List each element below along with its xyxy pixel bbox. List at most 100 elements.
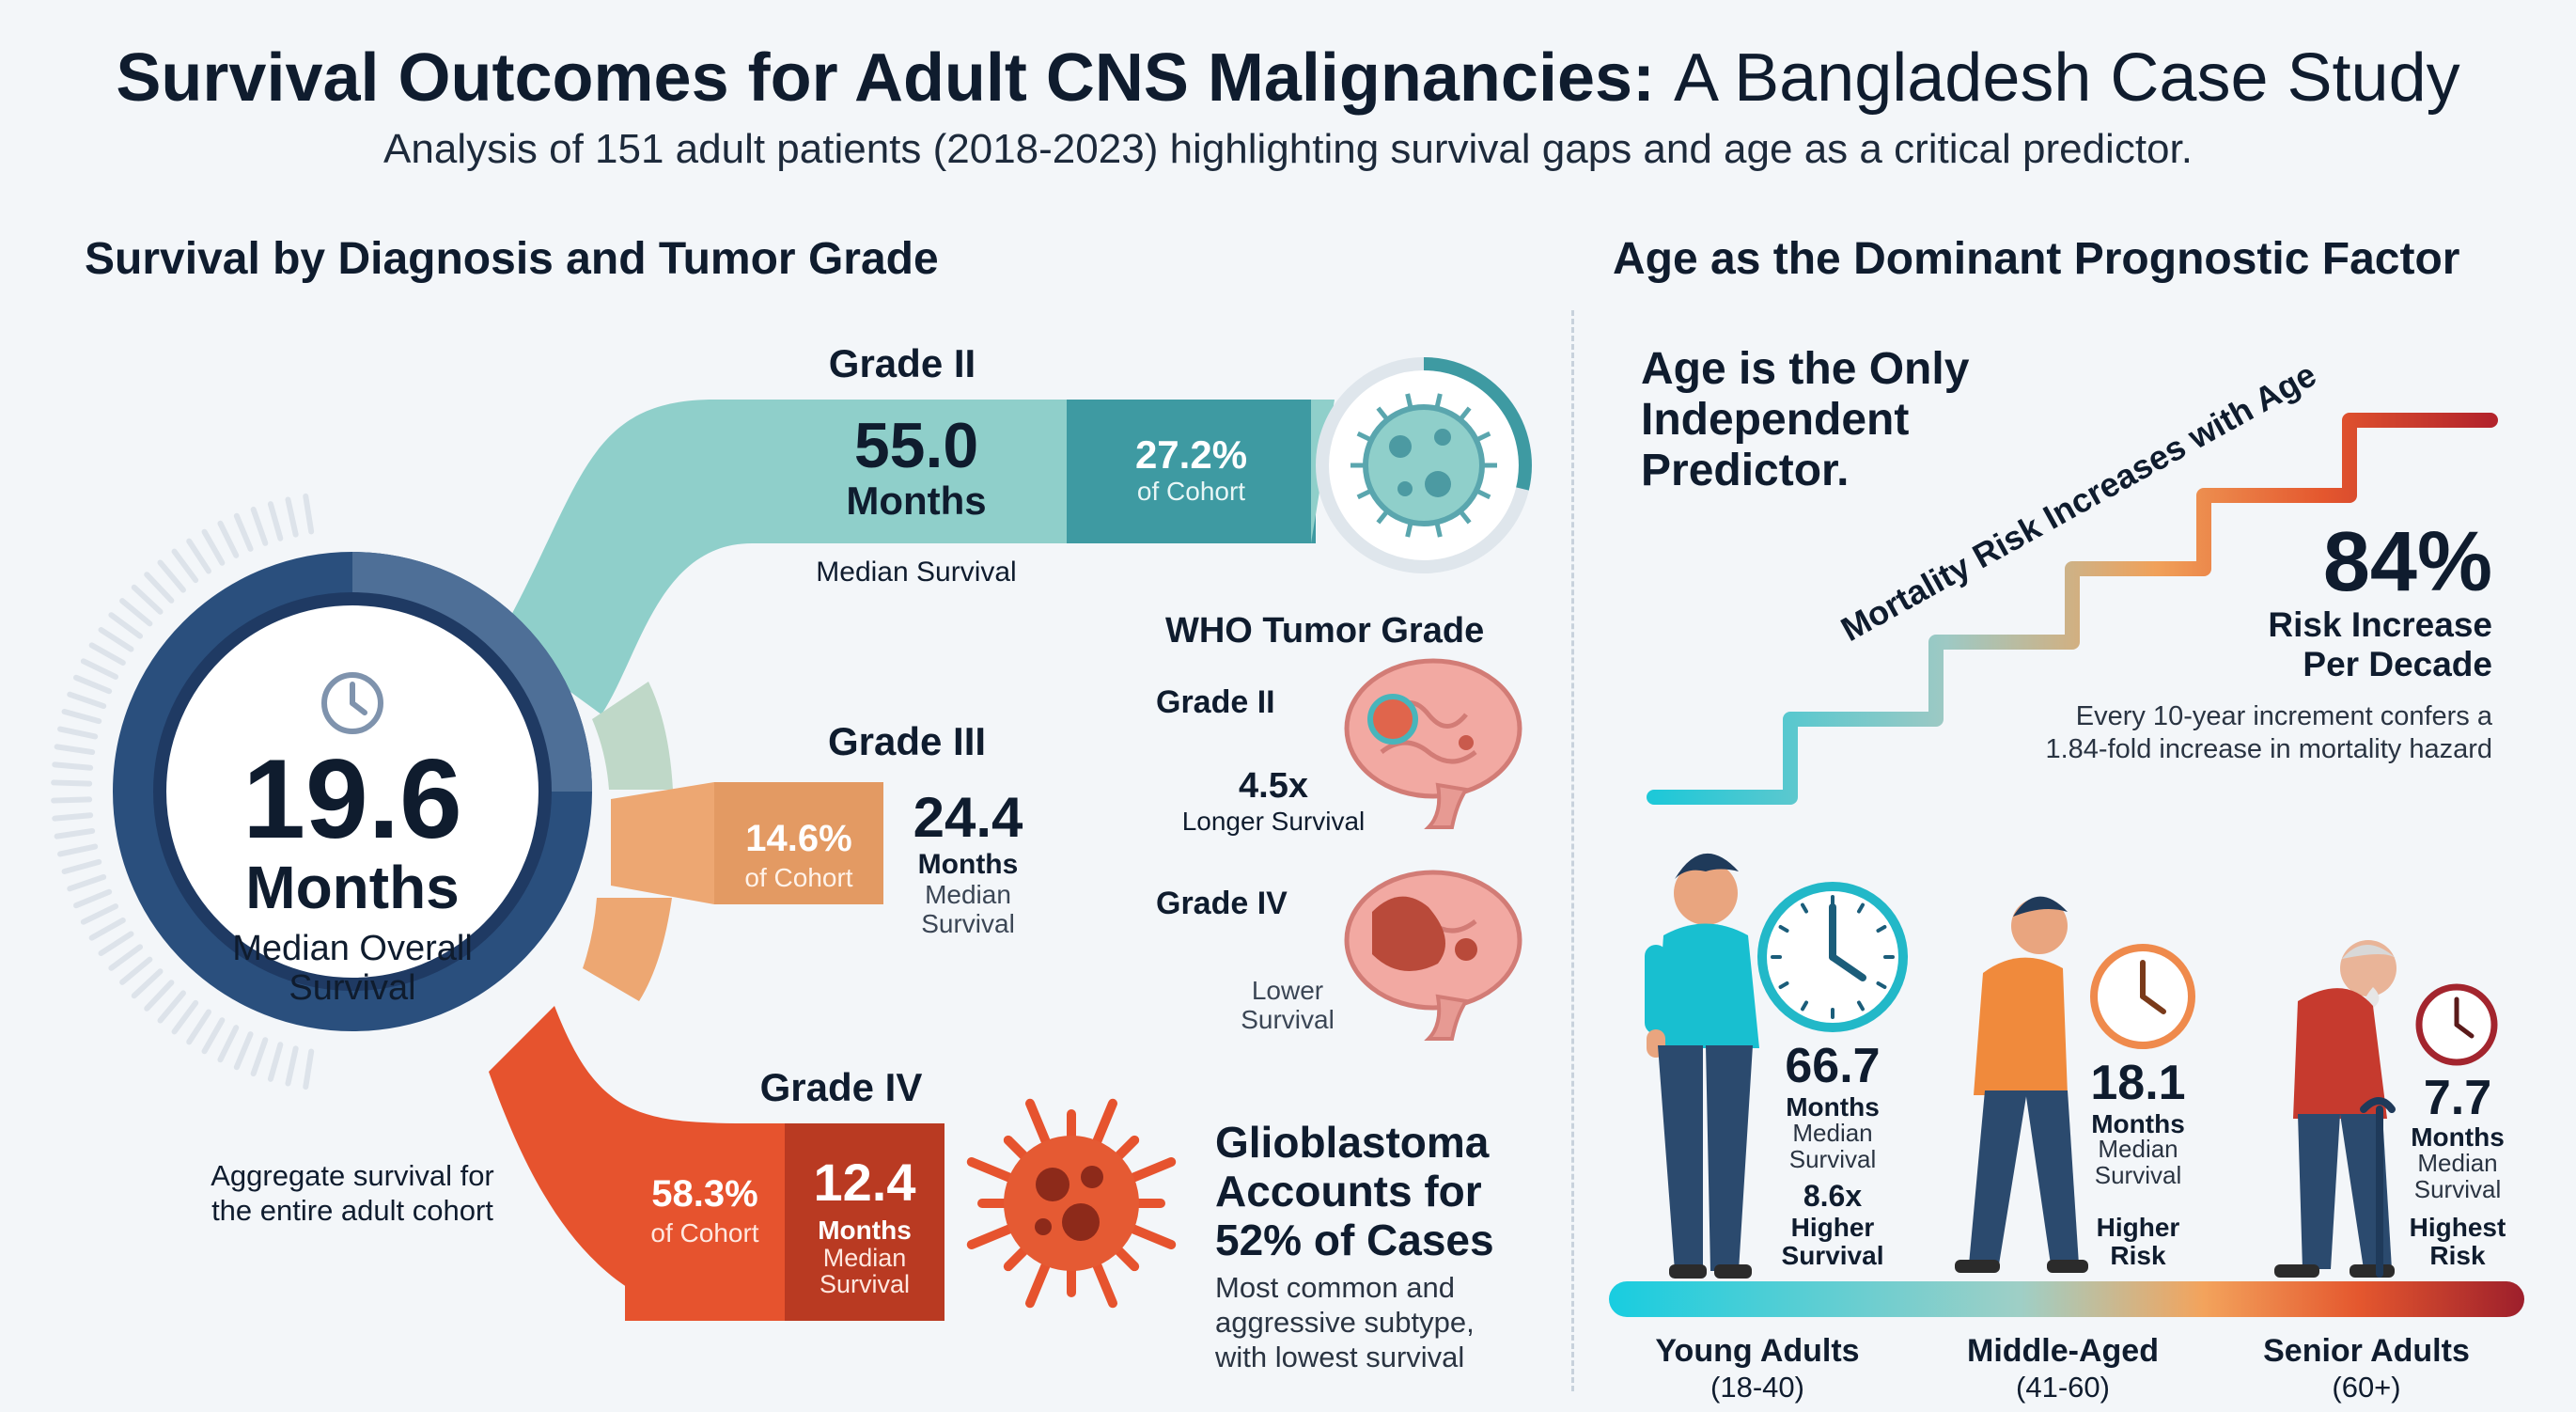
tick-ring xyxy=(51,493,315,1090)
senior-adult-figure xyxy=(2274,940,2396,1278)
gbm-title-1: Glioblastoma xyxy=(1215,1118,1490,1167)
grade3-pct-box xyxy=(714,782,883,904)
young-adult-figure xyxy=(1645,853,1759,1279)
grade4-label-2: Survival xyxy=(819,1270,911,1298)
overall-note-1: Aggregate survival for xyxy=(211,1159,494,1192)
page-subtitle: Analysis of 151 adult patients (2018-202… xyxy=(383,126,2193,172)
risk-staircase xyxy=(1647,413,2498,805)
brain-icon-grade2 xyxy=(1344,658,1522,829)
clock-icon xyxy=(321,672,383,734)
grade2-band xyxy=(498,400,1071,714)
brain-icon-grade4 xyxy=(1344,870,1522,1041)
middle-aged-figure xyxy=(1955,896,2088,1273)
young-extra-3: Survival xyxy=(1781,1241,1884,1270)
young-value: 66.7 xyxy=(1785,1039,1881,1093)
who-grade4-label: Grade IV xyxy=(1156,886,1288,921)
predictor-line-2: Independent xyxy=(1641,395,1910,445)
grade3-pct-label: of Cohort xyxy=(744,863,853,892)
right-graphic: Mortality Risk Increases with Age xyxy=(1609,354,2524,1317)
grade4-label-1: Median xyxy=(822,1244,907,1272)
grade2-pct-box xyxy=(1067,400,1316,543)
gbm-title-3: 52% of Cases xyxy=(1215,1216,1494,1264)
senior-range: (60+) xyxy=(2332,1371,2401,1404)
risk-label-2: Per Decade xyxy=(2303,645,2492,683)
who-lower-2: Survival xyxy=(1241,1005,1335,1034)
middle-extra-2: Risk xyxy=(2110,1241,2166,1270)
grade4-pct-label: of Cohort xyxy=(650,1218,759,1247)
grade3-wedge-lower xyxy=(583,898,672,1001)
gbm-desc-3: with lowest survival xyxy=(1215,1341,1465,1373)
clock-icon-young xyxy=(1757,882,1908,1032)
young-extra-2: Higher xyxy=(1790,1213,1875,1242)
predictor-line-1: Age is the Only xyxy=(1641,344,1970,394)
senior-value: 7.7 xyxy=(2423,1071,2492,1125)
left-heading: Survival by Diagnosis and Tumor Grade xyxy=(85,234,939,284)
right-heading: Age as the Dominant Prognostic Factor xyxy=(1613,234,2460,284)
young-unit: Months xyxy=(1786,1092,1880,1122)
overall-unit: Months xyxy=(245,854,460,921)
grade2-label: Median Survival xyxy=(816,557,1017,588)
virus-cell-icon xyxy=(1350,393,1497,538)
middle-label-2: Survival xyxy=(2094,1161,2182,1189)
glioblastoma-cell-icon xyxy=(966,1098,1177,1309)
clock-icon-middle xyxy=(2090,944,2195,1049)
middle-name: Middle-Aged xyxy=(1967,1333,2159,1369)
clock-icon-senior xyxy=(2415,983,2498,1066)
title-main: Survival Outcomes for Adult CNS Malignan… xyxy=(116,40,1656,116)
middle-value: 18.1 xyxy=(2090,1056,2186,1110)
senior-unit: Months xyxy=(2411,1122,2505,1152)
senior-label-1: Median xyxy=(2417,1149,2498,1177)
grade2-value: 55.0 xyxy=(853,410,979,481)
grade3-label-1: Median xyxy=(925,880,1011,909)
gbm-desc-2: aggressive subtype, xyxy=(1215,1306,1475,1339)
grade3-label-2: Survival xyxy=(921,909,1015,938)
young-name: Young Adults xyxy=(1655,1333,1860,1369)
senior-name: Senior Adults xyxy=(2263,1333,2470,1369)
page-title: Survival Outcomes for Adult CNS Malignan… xyxy=(0,39,2576,117)
grade2-pct-label: of Cohort xyxy=(1136,477,1246,506)
gbm-desc-1: Most common and xyxy=(1215,1271,1455,1304)
predictor-line-3: Predictor. xyxy=(1641,446,1850,495)
risk-label-1: Risk Increase xyxy=(2268,605,2492,644)
grade4-value: 12.4 xyxy=(813,1153,916,1212)
grade4-unit: Months xyxy=(818,1216,912,1245)
grade3-wedge-upper xyxy=(592,682,673,790)
overall-label-2: Survival xyxy=(289,968,416,1008)
middle-unit: Months xyxy=(2091,1109,2185,1138)
grade2-title: Grade II xyxy=(828,341,976,385)
grade4-pct-box xyxy=(625,1123,785,1321)
middle-label-1: Median xyxy=(2098,1135,2178,1163)
grade4-title: Grade IV xyxy=(759,1065,923,1109)
overall-value: 19.6 xyxy=(242,736,462,862)
middle-range: (41-60) xyxy=(2016,1371,2110,1404)
section-divider xyxy=(1571,310,1574,1391)
overall-ring-highlight xyxy=(351,552,592,792)
grade2-pct: 27.2% xyxy=(1134,432,1248,477)
senior-extra-2: Risk xyxy=(2429,1241,2486,1270)
risk-note-2: 1.84-fold increase in mortality hazard xyxy=(2045,734,2492,764)
title-sub: A Bangladesh Case Study xyxy=(1674,40,2460,116)
grade4-pct: 58.3% xyxy=(651,1173,758,1215)
gbm-title-2: Accounts for xyxy=(1215,1167,1482,1216)
who-heading: WHO Tumor Grade xyxy=(1165,611,1485,651)
grade3-band xyxy=(611,782,714,904)
virus-ring-arc xyxy=(1423,357,1532,491)
who-multiplier-label: Longer Survival xyxy=(1181,807,1366,836)
young-label-1: Median xyxy=(1792,1119,1873,1147)
risk-note-1: Every 10-year increment confers a xyxy=(2075,701,2492,731)
risk-value: 84% xyxy=(2322,515,2492,609)
young-label-2: Survival xyxy=(1788,1145,1877,1173)
age-gradient-bar xyxy=(1609,1281,2524,1317)
grade3-pct: 14.6% xyxy=(745,818,852,859)
who-multiplier: 4.5x xyxy=(1239,766,1308,806)
overall-note-2: the entire adult cohort xyxy=(211,1194,493,1227)
middle-extra-1: Higher xyxy=(2096,1213,2180,1242)
young-range: (18-40) xyxy=(1710,1371,1804,1404)
grade2-unit: Months xyxy=(846,479,987,523)
grade4-value-box xyxy=(785,1123,945,1321)
grade3-title: Grade III xyxy=(827,719,987,763)
grade3-unit: Months xyxy=(917,849,1019,880)
senior-label-2: Survival xyxy=(2413,1175,2502,1203)
overall-label-1: Median Overall xyxy=(232,929,473,968)
grade3-value: 24.4 xyxy=(913,786,1023,849)
